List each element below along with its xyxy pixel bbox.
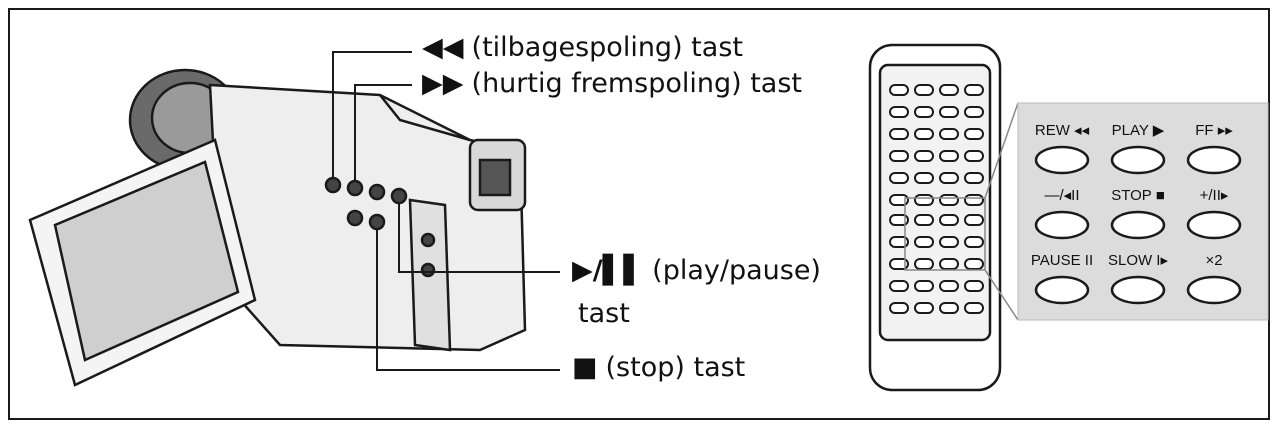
- remote-key: [964, 194, 984, 206]
- remote-panel-button-shape: [1110, 275, 1166, 305]
- remote-key: [889, 194, 909, 206]
- remote-panel-button: SLOW I▸: [1108, 252, 1169, 305]
- remote-key: [964, 106, 984, 118]
- remote-key: [889, 106, 909, 118]
- callout-fast-forward: ▶▶(hurtig fremspoling) tast: [422, 68, 802, 100]
- callout-stop-text: (stop) tast: [605, 352, 746, 383]
- remote-panel-button-shape: [1034, 210, 1090, 240]
- remote-key: [939, 106, 959, 118]
- remote-panel-button: ×2: [1186, 252, 1242, 305]
- remote-panel-button-label: REW ◂◂: [1035, 122, 1090, 139]
- callout-fast-forward-text: (hurtig fremspoling) tast: [471, 68, 803, 99]
- remote-key: [964, 84, 984, 96]
- remote-panel-button-label: STOP ■: [1111, 187, 1165, 204]
- remote-key: [939, 150, 959, 162]
- leader-lines: [332, 51, 560, 371]
- remote-key: [889, 280, 909, 292]
- remote-panel-buttons: REW ◂◂ PLAY ▶ FF ▸▸ —/◂II STOP ■ +/II▸ PAUSE I…: [1031, 122, 1242, 305]
- remote-panel-button-shape: [1110, 145, 1166, 175]
- remote-key: [889, 214, 909, 226]
- remote-panel-button-label: FF ▸▸: [1195, 122, 1233, 139]
- remote-key: [889, 172, 909, 184]
- remote-key: [889, 84, 909, 96]
- stop-icon: ■: [572, 352, 598, 383]
- zoom-connector: [904, 102, 1019, 321]
- remote-key: [914, 150, 934, 162]
- remote-key: [939, 172, 959, 184]
- remote-key: [914, 302, 934, 314]
- remote-key: [889, 258, 909, 270]
- camcorder-illustration: [28, 68, 527, 387]
- remote-key: [964, 214, 984, 226]
- remote-key: [889, 302, 909, 314]
- remote-key: [964, 302, 984, 314]
- remote-key: [939, 236, 959, 248]
- rewind-icon: ◀◀: [422, 32, 464, 63]
- remote-panel-button: —/◂II: [1034, 187, 1090, 240]
- remote-key: [914, 280, 934, 292]
- callout-rewind: ◀◀(tilbagespoling) tast: [422, 32, 743, 64]
- remote-panel-button-label: —/◂II: [1044, 187, 1079, 204]
- remote-key: [914, 214, 934, 226]
- callout-play-pause: ▶/▌▌(play/pause): [572, 255, 821, 287]
- remote-key: [939, 84, 959, 96]
- play-pause-icon: ▶/▌▌: [572, 255, 645, 286]
- remote-panel-button-label: +/II▸: [1200, 187, 1229, 204]
- remote-panel-button: STOP ■: [1110, 187, 1166, 240]
- remote-panel-button-shape: [1034, 145, 1090, 175]
- callout-play-pause-text: (play/pause): [652, 255, 821, 286]
- remote-key: [964, 150, 984, 162]
- remote-key: [939, 214, 959, 226]
- remote-key: [964, 258, 984, 270]
- callout-rewind-text: (tilbagespoling) tast: [471, 32, 743, 63]
- remote-keys: [889, 84, 984, 314]
- remote-panel-button: FF ▸▸: [1186, 122, 1242, 175]
- remote-panel-button-label: SLOW I▸: [1108, 252, 1169, 269]
- remote-key: [939, 258, 959, 270]
- remote-key: [964, 128, 984, 140]
- remote-panel-button-shape: [1186, 275, 1242, 305]
- remote-key: [914, 194, 934, 206]
- remote-key: [914, 106, 934, 118]
- remote-panel-button: +/II▸: [1186, 187, 1242, 240]
- remote-key: [964, 172, 984, 184]
- remote-panel-button-label: PAUSE II: [1031, 252, 1093, 269]
- remote-panel-button: REW ◂◂: [1034, 122, 1090, 175]
- remote-key: [889, 150, 909, 162]
- remote-key: [964, 280, 984, 292]
- remote-panel-button-shape: [1034, 275, 1090, 305]
- remote-key: [914, 236, 934, 248]
- remote-key: [964, 236, 984, 248]
- callout-play-pause-text2: tast: [578, 298, 630, 329]
- remote-key: [939, 194, 959, 206]
- remote-key: [914, 128, 934, 140]
- remote-key: [914, 84, 934, 96]
- remote-key: [939, 280, 959, 292]
- remote-key: [889, 236, 909, 248]
- fast-forward-icon: ▶▶: [422, 68, 464, 99]
- callout-stop: ■(stop) tast: [572, 352, 745, 384]
- remote-panel-button: PAUSE II: [1031, 252, 1093, 305]
- remote-panel-button-shape: [1186, 145, 1242, 175]
- remote-panel-button-shape: [1186, 210, 1242, 240]
- remote-panel-button: PLAY ▶: [1110, 122, 1166, 175]
- remote-key: [939, 302, 959, 314]
- remote-panel-button-shape: [1110, 210, 1166, 240]
- remote-panel-button-label: PLAY ▶: [1112, 122, 1165, 139]
- remote-key: [914, 172, 934, 184]
- remote-key: [889, 128, 909, 140]
- remote-panel-button-label: ×2: [1205, 252, 1222, 269]
- callout-play-pause-line2: tast: [578, 298, 630, 330]
- remote-key: [914, 258, 934, 270]
- remote-key: [939, 128, 959, 140]
